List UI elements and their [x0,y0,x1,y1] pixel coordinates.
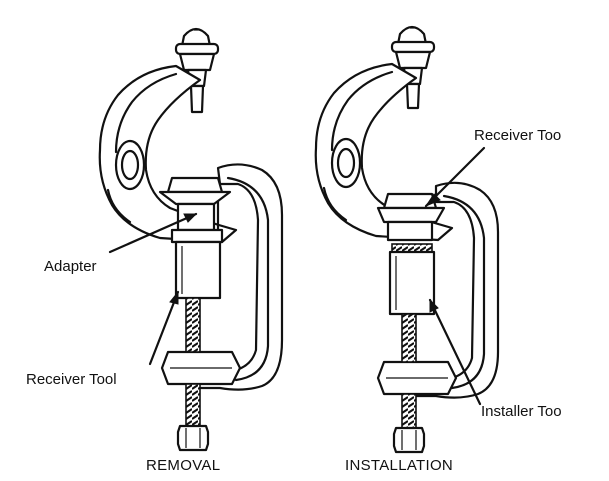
receiver-tool-left-leader [148,290,180,366]
removal-caption: REMOVAL [146,457,221,474]
removal-assembly [98,27,284,452]
left-adapter [170,202,224,300]
right-receiver-cup [376,192,446,242]
left-hex-nut [176,424,210,452]
right-control-arm [314,62,454,242]
left-lower-jaw [160,350,242,386]
receiver-tool-right-leader [424,146,486,208]
right-lower-jaw [376,360,458,396]
installer-tool-label: Installer Too [481,403,562,420]
left-receiver-cup [158,176,232,206]
installation-caption: INSTALLATION [345,457,454,474]
right-hex-nut [392,426,426,454]
left-control-arm [98,64,238,244]
installation-assembly [314,25,500,454]
installer-tool-leader [428,298,482,406]
receiver-tool-right-label: Receiver Too [474,127,562,144]
receiver-tool-left-label: Receiver Tool [26,371,117,388]
left-screw [185,297,201,427]
adapter-label: Adapter [44,258,97,275]
adapter-leader [108,212,198,254]
left-ball-joint-stud [174,27,220,114]
left-c-frame [192,163,284,391]
right-installer-tool [388,243,436,316]
